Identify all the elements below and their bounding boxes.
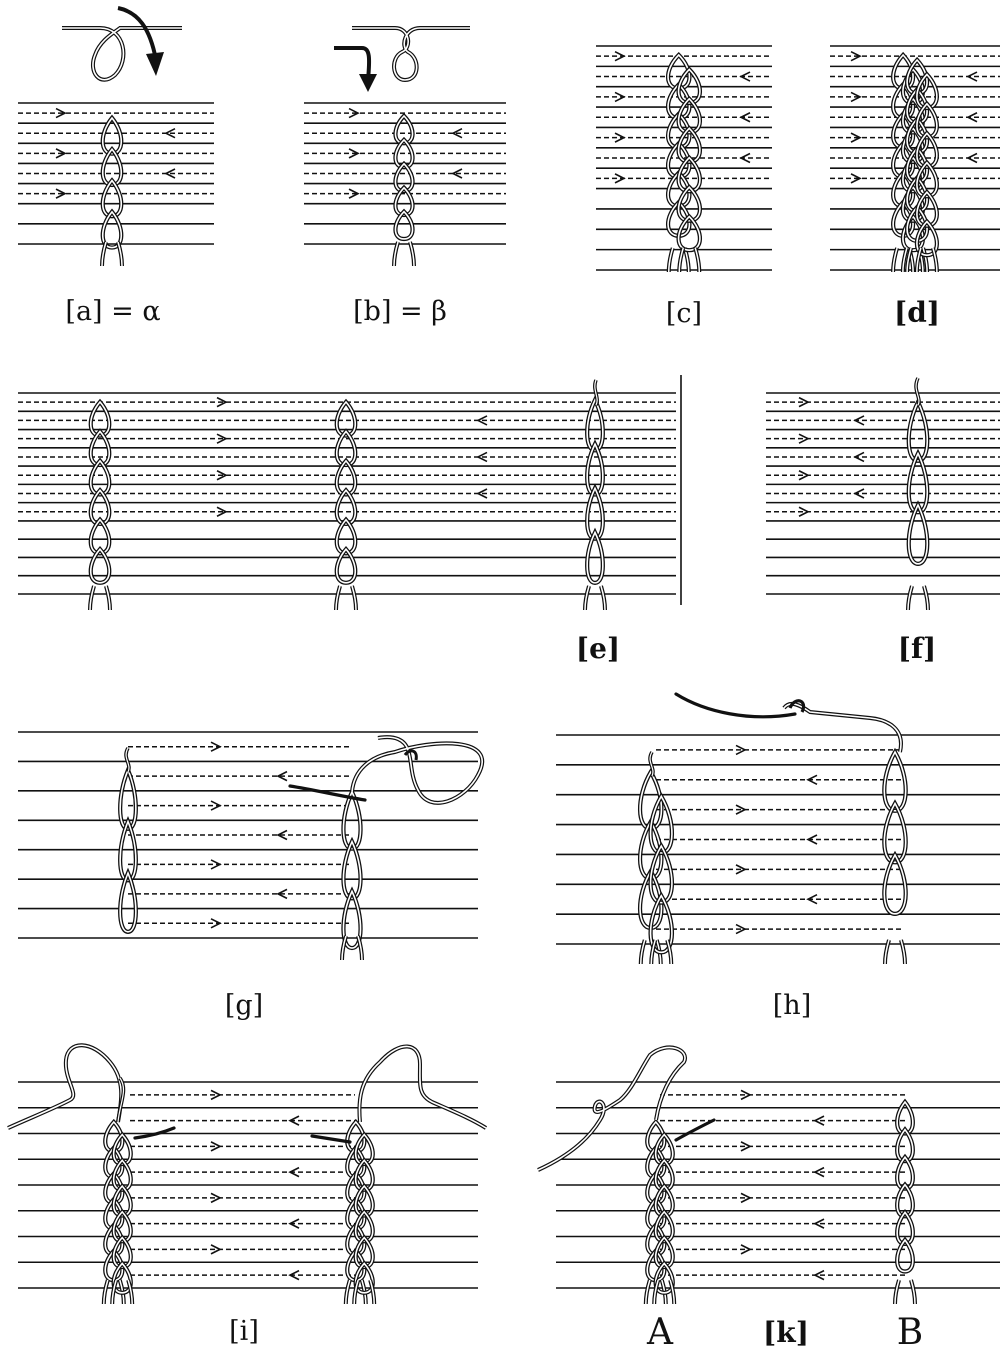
label-b: B [897, 1312, 923, 1353]
panel-g [18, 732, 482, 960]
panel-d [830, 46, 1000, 272]
caption-k: [k] [763, 1316, 809, 1349]
panel-k [538, 1047, 1000, 1304]
panel-i [8, 1045, 486, 1304]
caption-i: [i] [229, 1316, 259, 1347]
caption-a: [a] = α [65, 296, 160, 327]
working-thread [538, 1047, 685, 1170]
caption-d: [d] [894, 296, 940, 329]
needle-icon [676, 694, 795, 717]
caption-c: [c] [666, 298, 702, 329]
caption-g: [g] [225, 990, 263, 1021]
panel-h [556, 694, 1000, 964]
panel-f [766, 378, 1000, 610]
panel-a [18, 8, 214, 266]
caption-b: [b] = β [353, 296, 447, 327]
caption-h: [h] [773, 990, 811, 1021]
thread-loop [62, 28, 182, 80]
needle-icon [312, 1136, 350, 1142]
caption-e: [e] [576, 632, 620, 665]
panel-b [304, 28, 506, 266]
panel-e [18, 375, 681, 610]
working-thread-core [538, 1047, 685, 1170]
panel-c [596, 46, 772, 272]
arrowhead-icon [359, 74, 377, 92]
needle-icon [676, 1120, 714, 1140]
arrowhead-icon [146, 52, 164, 76]
label-a: A [647, 1312, 673, 1353]
working-thread-core [352, 737, 482, 803]
working-thread-left [8, 1045, 121, 1128]
caption-f: [f] [898, 632, 937, 665]
working-thread-right [359, 1046, 486, 1128]
